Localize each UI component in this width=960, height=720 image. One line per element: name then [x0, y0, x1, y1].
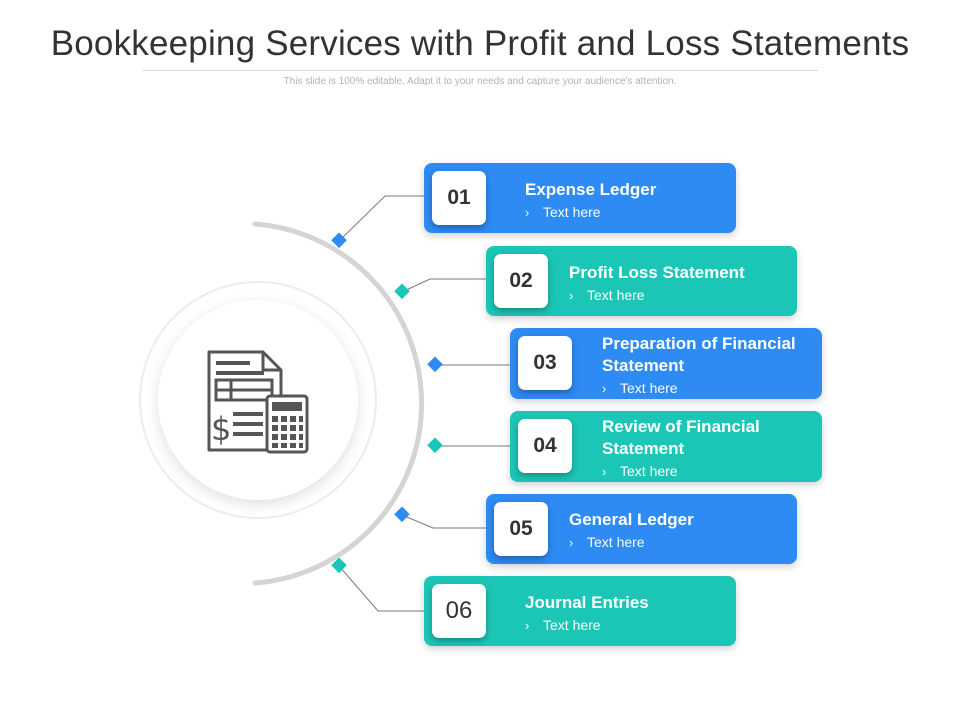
step-number-badge: 01: [432, 171, 486, 225]
step-card-01: 01 Expense Ledger › Text here: [424, 163, 736, 233]
step-text: Text here: [587, 287, 645, 303]
step-card-03: 03 Preparation of Financial Statement › T…: [510, 328, 822, 399]
step-number-badge: 05: [494, 502, 548, 556]
step-title: Journal Entries: [525, 593, 649, 612]
chevron-right-icon: ›: [569, 535, 574, 550]
leader-line-01: [338, 195, 428, 242]
step-number-badge: 04: [518, 419, 572, 473]
step-card-05: 05 General Ledger › Text here: [486, 494, 797, 564]
financial-document-calculator-icon: $: [207, 350, 309, 454]
step-card-04: 04 Review of Financial Statement › Text h…: [510, 411, 822, 482]
leader-line-02: [401, 278, 490, 293]
step-title: Profit Loss Statement: [569, 263, 745, 282]
diamond-marker-02: [394, 283, 410, 300]
step-number-badge: 03: [518, 336, 572, 390]
step-title: General Ledger: [569, 510, 694, 529]
leader-line-05: [401, 514, 490, 529]
leader-line-06: [338, 565, 428, 612]
chevron-right-icon: ›: [602, 464, 607, 479]
step-title: Expense Ledger: [525, 180, 657, 199]
slide-title: Bookkeeping Services with Profit and Los…: [50, 24, 910, 63]
step-text: Text here: [620, 463, 678, 479]
inner-ring: [139, 281, 377, 519]
step-card-02: 02 Profit Loss Statement › Text here: [486, 246, 797, 316]
title-divider: [143, 70, 818, 71]
step-number-badge: 06: [432, 584, 486, 638]
svg-text:$: $: [211, 410, 231, 448]
diamond-marker-04: [427, 437, 443, 454]
chevron-right-icon: ›: [569, 288, 574, 303]
step-text: Text here: [587, 534, 645, 550]
step-text: Text here: [620, 380, 678, 396]
chevron-right-icon: ›: [602, 381, 607, 396]
chevron-right-icon: ›: [525, 618, 530, 633]
step-text: Text here: [543, 617, 601, 633]
step-title: Preparation of Financial Statement: [602, 334, 796, 375]
diamond-marker-05: [394, 506, 410, 523]
diamond-marker-03: [427, 356, 443, 373]
step-card-06: 06 Journal Entries › Text here: [424, 576, 736, 646]
outer-arc: [252, 221, 425, 586]
step-text: Text here: [543, 204, 601, 220]
step-title: Review of Financial Statement: [602, 417, 760, 458]
slide-subtitle: This slide is 100% editable. Adapt it to…: [283, 76, 677, 87]
chevron-right-icon: ›: [525, 205, 530, 220]
diamond-marker-01: [331, 232, 347, 249]
step-number-badge: 02: [494, 254, 548, 308]
